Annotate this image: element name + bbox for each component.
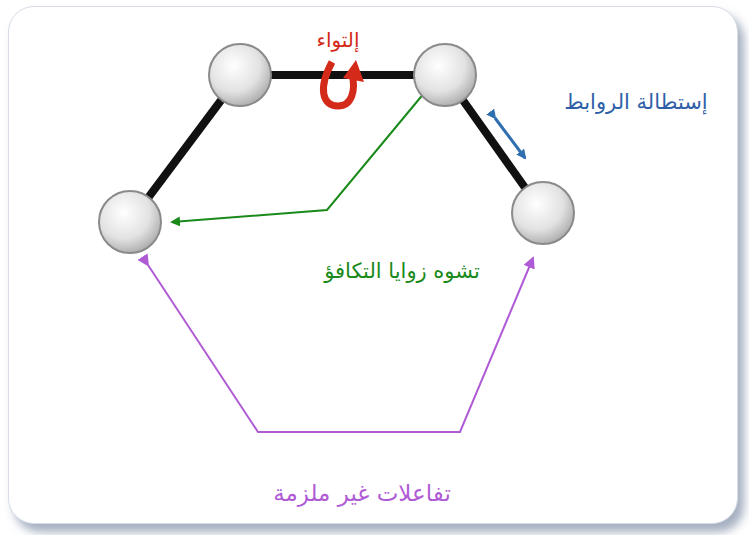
atom [99,44,574,253]
angle-arrow [172,92,425,222]
nonbonded-label: تفاعلات غير ملزمة [273,480,451,508]
nonbonded-arrow [148,258,533,432]
torsion-label: إلتواء [317,28,360,52]
stretch-arrow [495,118,525,158]
stretch-label: إستطالة الروابط [564,90,707,115]
torsion-arrow [323,60,364,106]
angle-label: تشوه زوايا التكافؤ [324,259,480,284]
bond [130,75,543,222]
